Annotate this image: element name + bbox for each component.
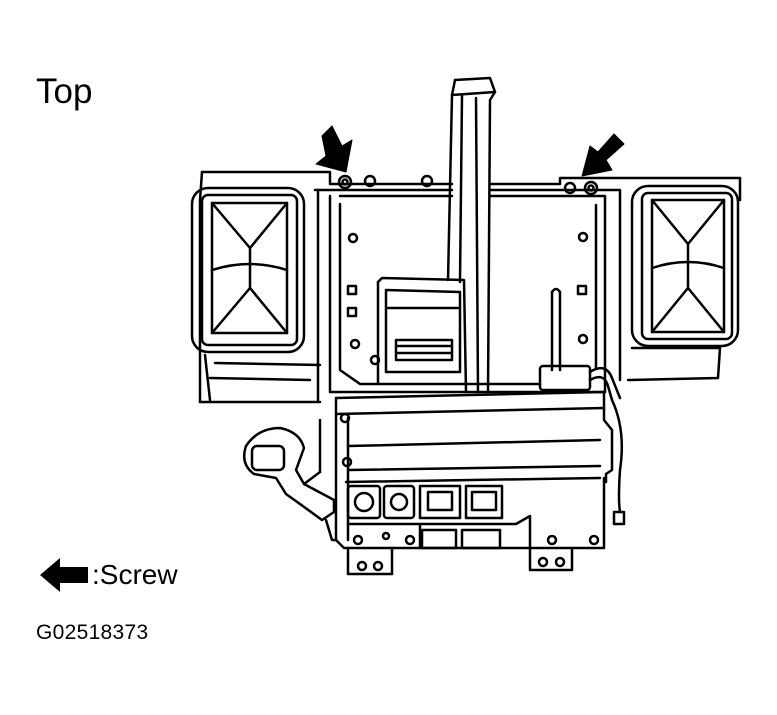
left-duct-elbow — [243, 418, 338, 542]
vertical-duct — [446, 76, 497, 394]
view-label: Top — [36, 72, 93, 111]
bolt-right — [563, 181, 577, 195]
legend: :Screw — [38, 556, 178, 594]
housing-left-body — [198, 170, 322, 404]
screw-right — [583, 180, 599, 196]
wire-clip — [612, 510, 626, 526]
center-panel — [313, 188, 622, 402]
blower-bracket — [376, 276, 468, 394]
right-wire — [610, 398, 624, 514]
screw-left — [337, 174, 353, 190]
screw-arrow-right — [581, 133, 625, 177]
housing-top-edge — [200, 170, 742, 202]
bottom-mount-left — [346, 546, 394, 576]
connector-panel — [346, 484, 532, 550]
left-air-outlet — [190, 186, 306, 354]
figure-id: G02518373 — [36, 621, 149, 644]
pin-top-center — [420, 174, 434, 188]
screw-arrow-icon — [40, 558, 88, 592]
sensor-rod — [538, 287, 622, 402]
legend-text: :Screw — [92, 559, 178, 590]
bottom-mount-right — [528, 546, 574, 572]
screw-arrow-left — [315, 125, 353, 173]
bolt-left — [363, 174, 377, 188]
lower-case — [334, 390, 614, 550]
housing-bottom-left — [203, 353, 212, 402]
right-air-outlet — [626, 184, 740, 382]
